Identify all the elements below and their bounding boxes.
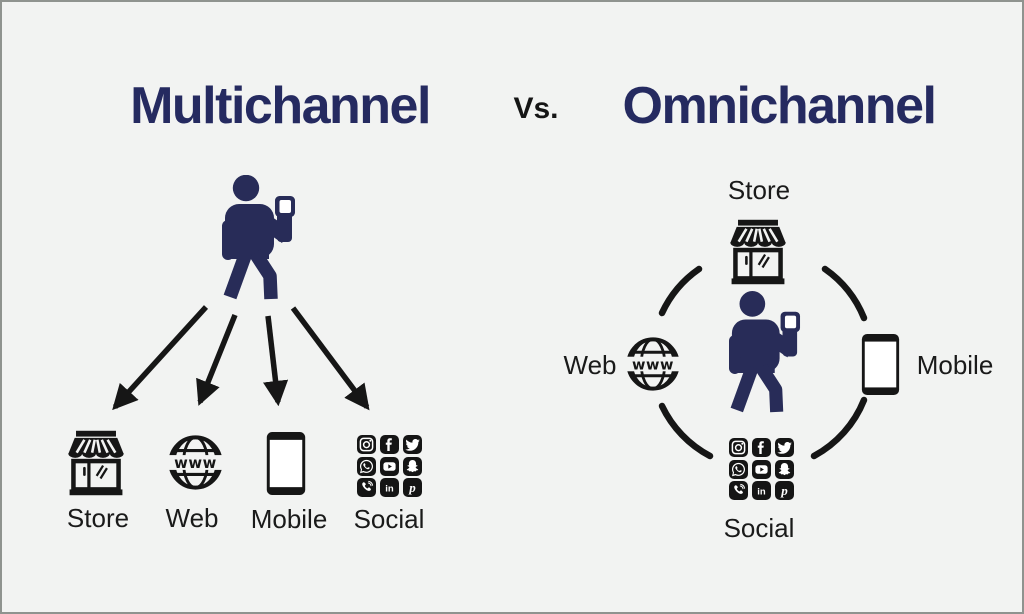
- arrow-to-web: [196, 313, 238, 406]
- social-grid-icon: in p: [729, 438, 794, 500]
- vs-label: Vs.: [513, 92, 559, 125]
- pinterest-icon: p: [403, 478, 422, 497]
- channel-label-social: Social: [723, 513, 795, 543]
- multichannel-title: Multichannel: [130, 77, 431, 135]
- globe-www-icon: www: [625, 336, 681, 392]
- channel-label-mobile: Mobile: [916, 350, 994, 380]
- storefront-icon: [729, 219, 787, 285]
- svg-text:in: in: [757, 487, 766, 498]
- channel-label-mobile: Mobile: [250, 504, 328, 534]
- snapchat-icon: [403, 456, 422, 476]
- instagram-icon: [729, 438, 748, 457]
- arrow-to-social: [290, 306, 370, 411]
- svg-text:p: p: [408, 480, 416, 495]
- circle-arc-se: [810, 396, 868, 460]
- person-with-phone-icon: [729, 291, 801, 418]
- multichannel-arrows: [112, 305, 370, 411]
- globe-www-icon: www: [167, 434, 224, 491]
- facebook-icon: [380, 435, 399, 454]
- snapchat-icon: [775, 459, 794, 479]
- linkedin-icon: in: [380, 478, 399, 497]
- circle-arc-sw: [658, 402, 714, 460]
- viber-phone-icon: [729, 481, 748, 500]
- youtube-icon: [752, 459, 771, 479]
- social-grid-icon: in p: [357, 435, 422, 497]
- channel-label-store: Store: [727, 175, 791, 205]
- pinterest-icon: p: [775, 481, 794, 500]
- svg-text:in: in: [385, 484, 394, 495]
- whatsapp-icon: [729, 459, 748, 479]
- omnichannel-title: Omnichannel: [622, 77, 937, 135]
- circle-arc-nw: [658, 265, 703, 317]
- linkedin-icon: in: [752, 481, 771, 500]
- arrow-to-mobile: [262, 315, 289, 407]
- www-text: www: [174, 455, 217, 472]
- whatsapp-icon: [357, 456, 376, 476]
- circle-arc-ne: [821, 265, 868, 322]
- twitter-icon: [775, 438, 794, 457]
- twitter-icon: [403, 435, 422, 454]
- viber-phone-icon: [357, 478, 376, 497]
- storefront-icon: [67, 430, 125, 496]
- channel-label-store: Store: [66, 503, 130, 533]
- youtube-icon: [380, 456, 399, 476]
- arrow-to-store: [112, 305, 209, 411]
- smartphone-icon: [860, 333, 901, 396]
- svg-text:p: p: [780, 483, 788, 498]
- person-with-phone-icon: [222, 175, 296, 305]
- instagram-icon: [357, 435, 376, 454]
- channel-label-web: Web: [165, 503, 219, 533]
- smartphone-icon: [265, 431, 307, 496]
- channel-label-social: Social: [353, 504, 425, 534]
- www-text: www: [632, 357, 674, 374]
- channel-label-web: Web: [563, 350, 617, 380]
- facebook-icon: [752, 438, 771, 457]
